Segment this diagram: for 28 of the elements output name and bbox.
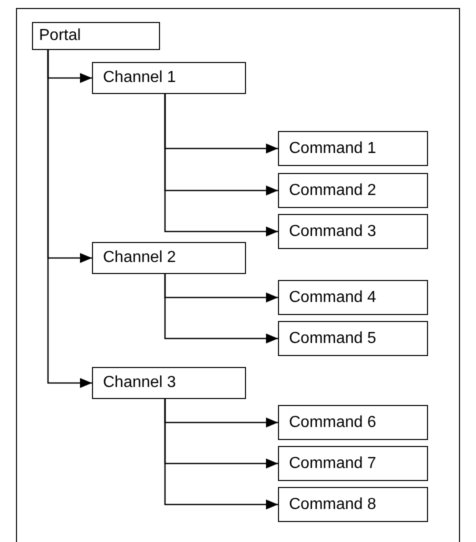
tree-node-box xyxy=(32,22,160,50)
arrow xyxy=(164,274,278,344)
tree-node-box xyxy=(278,131,428,166)
tree-node-box xyxy=(92,62,246,94)
arrow xyxy=(164,399,278,510)
node-label: Command 3 xyxy=(289,222,376,240)
node-label: Command 8 xyxy=(289,496,376,514)
tree-node-box xyxy=(92,367,246,399)
tree-node-box xyxy=(278,280,428,315)
tree-node-box xyxy=(278,487,428,522)
arrow xyxy=(164,94,278,236)
node-label: Command 7 xyxy=(289,454,376,472)
node-label: Channel 3 xyxy=(103,374,176,392)
tree-node-box xyxy=(278,405,428,440)
node-label: Command 6 xyxy=(289,414,376,432)
tree-node-box xyxy=(278,173,428,208)
node-label: Command 2 xyxy=(289,182,376,200)
tree-node-box xyxy=(278,214,428,249)
node-label: Portal xyxy=(39,27,81,45)
tree-node-box xyxy=(92,242,246,274)
node-label: Command 5 xyxy=(289,330,376,348)
tree-node-box xyxy=(278,321,428,356)
node-label: Command 4 xyxy=(289,288,376,306)
arrow xyxy=(47,50,92,388)
node-label: Channel 1 xyxy=(103,69,176,87)
node-label: Channel 2 xyxy=(103,249,176,267)
node-label: Command 1 xyxy=(289,140,376,158)
tree-node-box xyxy=(278,446,428,481)
